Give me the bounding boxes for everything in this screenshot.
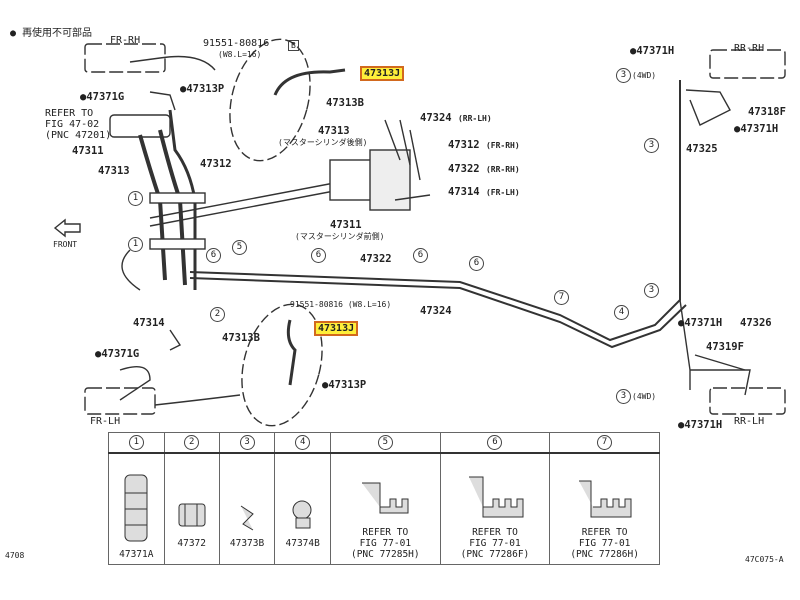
door-fr-lh-label: FR-LH	[90, 416, 121, 427]
col-3: 3	[218, 432, 276, 454]
mc-front-desc: (マスターシリンダ前側)	[295, 232, 385, 241]
mc-rear-desc: (マスターシリンダ後側)	[278, 138, 368, 147]
part-47313b-top[interactable]: 47313B	[326, 97, 364, 109]
clip-77286h-icon	[578, 480, 632, 518]
refer-line-2: FIG 47-02	[45, 119, 100, 130]
clip-47372-icon	[178, 503, 206, 527]
door-rr-lh-label: RR-LH	[734, 416, 765, 427]
front-label: FRONT	[53, 240, 78, 249]
wd4-top: (4WD)	[632, 71, 657, 80]
refer-line-3: (PNC 47201)	[45, 130, 112, 141]
fr-rh-box	[84, 43, 166, 73]
part-47371h-rr-mid[interactable]: ●47371H	[734, 123, 779, 135]
line-47322[interactable]: 47322	[360, 253, 392, 265]
clip-marker[interactable]: 3	[644, 138, 659, 153]
line-47324[interactable]: 47324	[420, 305, 452, 317]
clip-cell-47373b[interactable]: 47373B	[218, 452, 276, 565]
mc-47314[interactable]: 47314 (FR-LH)	[448, 186, 520, 198]
part-47314[interactable]: 47314	[133, 317, 165, 329]
col-7: 7	[549, 432, 660, 454]
bolt-top-ref: B	[288, 40, 299, 51]
mc-47322[interactable]: 47322 (RR-RH)	[448, 163, 520, 175]
rr-rh-box	[709, 49, 786, 79]
col-4: 4	[274, 432, 331, 454]
part-47371g-bottom[interactable]: ●47371G	[95, 348, 140, 360]
footer-page-code: 4708	[5, 551, 25, 560]
clip-cell-47372[interactable]: 47372	[163, 452, 220, 565]
part-47318f[interactable]: 47318F	[748, 106, 786, 118]
clip-marker[interactable]: 3	[644, 283, 659, 298]
part-47313[interactable]: 47313	[98, 165, 130, 177]
col-5: 5	[329, 432, 441, 454]
col-6: 6	[439, 432, 551, 454]
part-47371h-lh-bottom[interactable]: ●47371H	[678, 419, 723, 431]
door-rr-rh-label: RR-RH	[734, 43, 765, 54]
hose-top-47313j[interactable]: 47313J	[360, 66, 405, 81]
clip-marker[interactable]: 6	[311, 248, 326, 263]
part-47313b-bottom[interactable]: 47313B	[222, 332, 260, 344]
bolt-bottom-label: 91551-80816 (W8.L=16)	[290, 300, 392, 309]
part-47319f[interactable]: 47319F	[706, 341, 744, 353]
part-47325[interactable]: 47325	[686, 143, 718, 155]
clip-cell-47374b[interactable]: 47374B	[274, 452, 331, 565]
part-47371h-lh-top[interactable]: ●47371H	[678, 317, 723, 329]
wd4-bottom: (4WD)	[632, 392, 657, 401]
clip-marker[interactable]: 3	[616, 68, 631, 83]
col-1: 1	[108, 432, 165, 454]
clip-77286f-icon	[468, 476, 524, 518]
footer-figure-code: 47C075-A	[745, 555, 784, 564]
clip-marker[interactable]: 5	[232, 240, 247, 255]
part-47312[interactable]: 47312	[200, 158, 232, 170]
refer-line-1: REFER TO	[45, 108, 94, 119]
bolt-top-label: 91551-80816	[203, 38, 270, 49]
clip-47371a-icon	[124, 474, 148, 542]
rr-lh-box	[709, 387, 786, 415]
bolt-top-spec: (W8.L=16)	[218, 50, 262, 59]
fr-lh-box	[84, 387, 156, 415]
table-header-row: 1 2 3 4 5 6 7	[108, 432, 660, 454]
mc-47312[interactable]: 47312 (FR-RH)	[448, 139, 520, 151]
part-47371h-rr-top[interactable]: ●47371H	[630, 45, 675, 57]
clip-47373b-icon	[240, 505, 254, 531]
part-47311[interactable]: 47311	[72, 145, 104, 157]
clip-77285h-icon	[362, 482, 409, 514]
clip-marker[interactable]: 6	[413, 248, 428, 263]
clip-marker[interactable]: 6	[206, 248, 221, 263]
clip-marker[interactable]: 4	[614, 305, 629, 320]
clip-marker[interactable]: 3	[616, 389, 631, 404]
mc-rear-part[interactable]: 47313	[318, 125, 350, 137]
clip-cell-47371a[interactable]: 47371A	[108, 452, 165, 565]
clip-47374b-icon	[292, 500, 312, 529]
part-47371g-top[interactable]: ●47371G	[80, 91, 125, 103]
clip-marker[interactable]: 6	[469, 256, 484, 271]
clip-marker[interactable]: 1	[128, 191, 143, 206]
clip-marker[interactable]: 2	[210, 307, 225, 322]
part-47313p-top[interactable]: ●47313P	[180, 83, 225, 95]
col-2: 2	[163, 432, 220, 454]
clip-marker[interactable]: 1	[128, 237, 143, 252]
mc-47324[interactable]: 47324 (RR-LH)	[420, 112, 492, 124]
part-47326[interactable]: 47326	[740, 317, 772, 329]
hose-bottom-47313j[interactable]: 47313J	[314, 321, 359, 336]
part-47313p-bottom[interactable]: ●47313P	[322, 379, 367, 391]
legend-non-reusable: ● 再使用不可部品	[10, 28, 93, 39]
clip-marker[interactable]: 7	[554, 290, 569, 305]
door-fr-rh-label: FR-RH	[110, 35, 141, 46]
mc-front-part[interactable]: 47311	[330, 219, 362, 231]
clip-parts-table: 1 2 3 4 5 6 7 47371A 47372 47373B 47374B…	[108, 432, 660, 565]
